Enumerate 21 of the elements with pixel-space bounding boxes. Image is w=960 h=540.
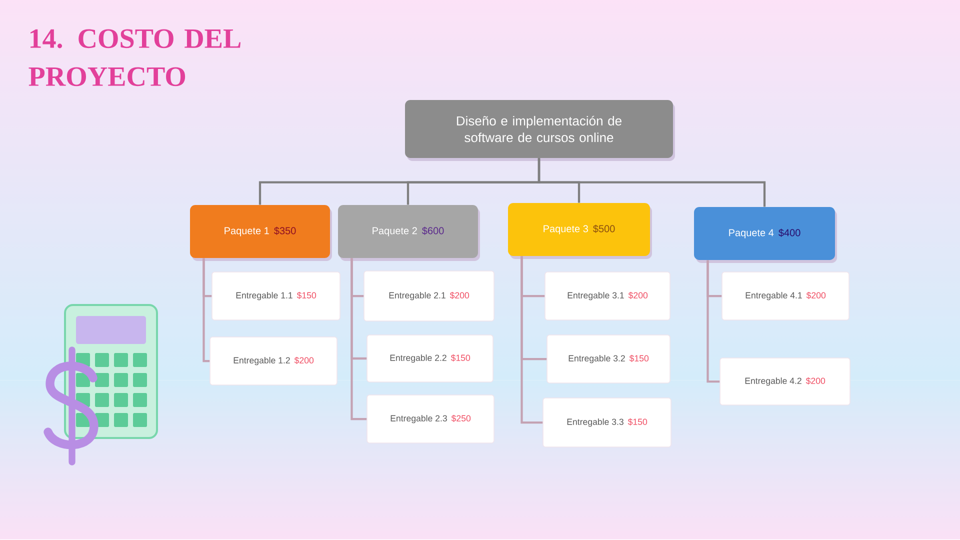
item-box: Entregable 1.2 $200 — [210, 336, 338, 386]
package-box: Paquete 3 $500 — [508, 203, 652, 259]
item-box: Entregable 3.2 $150 — [546, 334, 670, 384]
item-box: Entregable 1.1 $150 — [212, 272, 340, 320]
item-box: Entregable 4.2 $200 — [720, 358, 850, 406]
item-box: Entregable 2.3 $250 — [366, 394, 494, 444]
package-box: Paquete 4 $400 — [694, 207, 837, 263]
connector-line — [520, 256, 543, 424]
connector-line — [706, 260, 720, 383]
item-box: Entregable 4.1 $200 — [722, 272, 850, 320]
root-box: Diseño e implementación de software de cursos online — [405, 100, 675, 161]
connector-line — [202, 258, 210, 362]
item-box: Entregable 3.3 $150 — [542, 398, 672, 448]
item-box: Entregable 3.1 $200 — [544, 272, 670, 320]
title: 14. COSTO DEL PROYECTO — [28, 29, 240, 86]
item-box: Entregable 2.1 $200 — [364, 270, 494, 322]
connector-line — [538, 158, 766, 207]
connector-line — [350, 258, 367, 420]
package-box: Paquete 1 $350 — [190, 205, 332, 261]
package-box: Paquete 2 $600 — [338, 205, 480, 261]
item-box: Entregable 2.2 $150 — [366, 334, 494, 382]
